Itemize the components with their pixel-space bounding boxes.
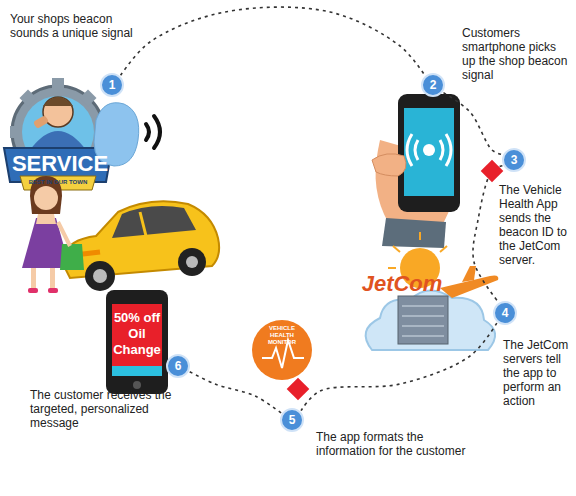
customer-woman bbox=[22, 176, 84, 293]
step-circle: 5The app formats the information for the… bbox=[280, 408, 304, 432]
service-badge bbox=[10, 78, 106, 138]
red-diamond bbox=[287, 378, 310, 401]
jetcom-cloud bbox=[402, 305, 444, 307]
red-diamond bbox=[287, 378, 310, 401]
hand-phone bbox=[372, 154, 406, 176]
jetcom-cloud bbox=[388, 267, 396, 269]
yellow-car bbox=[140, 212, 146, 236]
jetcom-cloud bbox=[402, 306, 444, 336]
beacon-device bbox=[146, 116, 160, 148]
yellow-car bbox=[93, 269, 107, 283]
service-badge bbox=[33, 115, 49, 129]
hand-phone bbox=[415, 140, 418, 160]
vhm-logo bbox=[252, 320, 312, 380]
jetcom-cloud bbox=[402, 315, 444, 317]
customer-woman bbox=[58, 222, 70, 246]
badge-slogan: BEST IN OUR TOWN bbox=[24, 178, 92, 186]
jetcom-cloud bbox=[419, 232, 421, 240]
hand-phone bbox=[440, 140, 443, 160]
service-badge bbox=[52, 78, 64, 90]
callout-number: 6 bbox=[168, 356, 188, 376]
offer-phone bbox=[112, 366, 162, 376]
beacon-device bbox=[146, 124, 149, 140]
beacon-device bbox=[154, 116, 160, 148]
offer-phone bbox=[106, 290, 168, 394]
hand-phone bbox=[398, 94, 460, 212]
step-description: The Vehicle Health App sends the beacon … bbox=[499, 183, 571, 267]
vhm-logo bbox=[252, 320, 312, 380]
dashed-connector bbox=[473, 166, 502, 302]
callout-number: 5 bbox=[282, 410, 302, 430]
step-circle: 1Your shops beacon sounds a unique signa… bbox=[100, 73, 124, 97]
step-description: The customer receives the targeted, pers… bbox=[30, 388, 188, 430]
customer-woman bbox=[31, 268, 36, 290]
jetcom-cloud bbox=[402, 325, 444, 327]
customer-woman bbox=[34, 186, 58, 210]
step-circle: 2Customers smartphone picks up the shop … bbox=[421, 73, 445, 97]
step-circle: 4The JetCom servers tell the app to perf… bbox=[493, 301, 517, 325]
yellow-car bbox=[62, 201, 219, 291]
red-diamond bbox=[481, 160, 504, 183]
hand-phone bbox=[404, 108, 454, 196]
customer-woman bbox=[50, 268, 55, 290]
callout-number: 1 bbox=[102, 75, 122, 95]
step-circle: 6The customer receives the targeted, per… bbox=[166, 354, 190, 378]
jetcom-cloud bbox=[462, 266, 476, 282]
yellow-car bbox=[112, 206, 196, 238]
hand-phone bbox=[407, 134, 412, 166]
yellow-car bbox=[186, 256, 198, 268]
jetcom-cloud bbox=[388, 232, 447, 268]
callout-number: 3 bbox=[504, 150, 524, 170]
callout-number: 4 bbox=[495, 303, 515, 323]
hand-phone bbox=[446, 134, 451, 166]
jetcom-cloud bbox=[402, 335, 444, 337]
step-description: The app formats the information for the … bbox=[316, 430, 466, 458]
red-diamond bbox=[481, 160, 504, 183]
customer-woman bbox=[28, 288, 38, 293]
step-description: The JetCom servers tell the app to perfo… bbox=[503, 338, 573, 408]
hand-phone bbox=[372, 94, 460, 248]
brand-logo: VEHICLE HEALTH MONITOR bbox=[262, 325, 302, 346]
offer-phone bbox=[133, 381, 141, 389]
yellow-car bbox=[178, 248, 206, 276]
hand-phone bbox=[382, 218, 446, 248]
hand-phone bbox=[423, 144, 435, 156]
jetcom-cloud bbox=[366, 290, 496, 350]
badge-title: SERVICE bbox=[6, 151, 114, 177]
yellow-car bbox=[85, 261, 115, 291]
dashed-connector bbox=[301, 323, 497, 411]
offer-phone bbox=[106, 290, 168, 394]
customer-woman bbox=[60, 244, 84, 270]
customer-woman bbox=[36, 214, 56, 224]
offer-text: 50% off Oil Change bbox=[112, 310, 162, 358]
dashed-connector bbox=[444, 93, 503, 155]
yellow-car bbox=[62, 201, 219, 278]
dashed-connector bbox=[190, 372, 281, 413]
service-badge bbox=[20, 90, 37, 107]
step-description: Your shops beacon sounds a unique signal bbox=[10, 12, 140, 40]
step-circle: 3The Vehicle Health App sends the beacon… bbox=[502, 148, 526, 172]
jetcom-cloud bbox=[398, 296, 448, 344]
service-badge bbox=[10, 126, 22, 138]
step-description: Customers smartphone picks up the shop b… bbox=[462, 26, 572, 82]
customer-woman bbox=[48, 288, 58, 293]
dashed-connector bbox=[121, 7, 425, 75]
callout-number: 2 bbox=[423, 75, 443, 95]
jetcom-cloud bbox=[393, 246, 400, 252]
brand-logo: JetCom bbox=[356, 272, 448, 296]
service-badge bbox=[80, 90, 97, 107]
service-badge bbox=[43, 97, 73, 127]
jetcom-cloud bbox=[440, 246, 447, 252]
hand-phone bbox=[407, 134, 451, 166]
service-badge bbox=[43, 97, 73, 106]
offer-phone bbox=[112, 304, 162, 376]
